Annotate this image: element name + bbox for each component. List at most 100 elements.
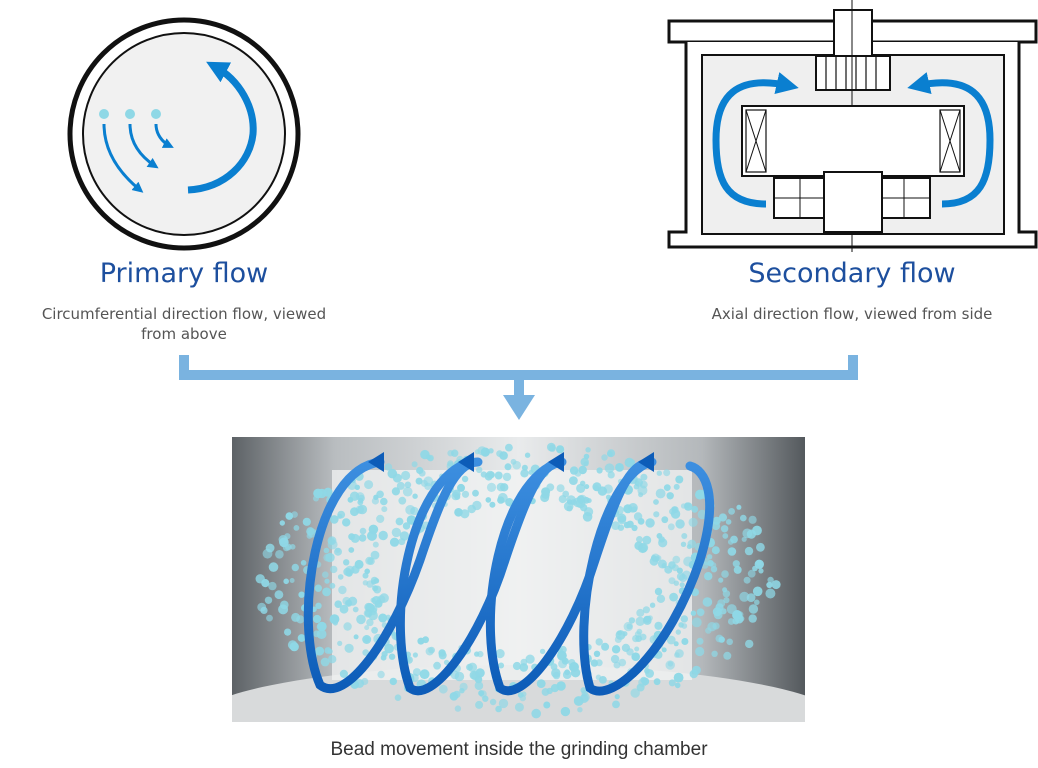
bead <box>718 513 728 522</box>
bead <box>628 617 636 624</box>
bead <box>510 458 517 465</box>
bead <box>614 694 620 700</box>
bead <box>291 612 301 622</box>
bead <box>663 469 671 477</box>
bead <box>476 466 483 474</box>
bead <box>675 475 684 484</box>
bead <box>610 654 620 664</box>
bead <box>291 563 299 572</box>
bead <box>678 622 684 628</box>
bead <box>335 547 341 553</box>
bead <box>460 509 470 519</box>
bead <box>643 615 651 623</box>
bead <box>477 446 487 456</box>
bead <box>344 643 354 653</box>
bead <box>715 603 724 612</box>
bead <box>348 596 358 606</box>
bead <box>353 634 359 640</box>
bead <box>629 459 636 466</box>
bead <box>568 659 576 667</box>
bead <box>497 492 508 503</box>
bead <box>350 533 360 543</box>
bead <box>398 538 406 546</box>
bead <box>264 596 273 604</box>
bead <box>752 586 763 597</box>
bead <box>298 591 305 598</box>
bead <box>380 497 388 506</box>
bead <box>394 694 402 701</box>
bead <box>495 649 505 659</box>
bead <box>398 496 407 505</box>
bead <box>495 705 502 713</box>
bead <box>500 483 509 492</box>
bead <box>656 470 662 476</box>
bead <box>657 559 667 569</box>
bead <box>489 501 496 508</box>
bead <box>474 651 480 657</box>
bead-dot <box>151 109 161 119</box>
bead <box>268 562 279 572</box>
bead <box>667 661 674 667</box>
bead <box>255 574 265 584</box>
bead <box>580 692 590 702</box>
bead <box>752 565 758 572</box>
bead <box>755 559 762 566</box>
bead <box>371 596 381 605</box>
bead <box>454 671 465 682</box>
bead <box>696 637 704 645</box>
bead <box>604 463 615 474</box>
bead <box>732 560 740 568</box>
bead <box>593 650 601 657</box>
bead <box>713 610 723 620</box>
bead <box>502 472 512 482</box>
bead <box>658 536 665 543</box>
bead <box>498 662 505 669</box>
bead <box>313 614 322 624</box>
bead <box>404 481 412 489</box>
bead <box>547 442 556 452</box>
bead <box>498 698 509 709</box>
bead <box>504 463 512 471</box>
bead <box>596 467 603 474</box>
bead <box>722 590 731 598</box>
bead <box>364 609 372 617</box>
bead <box>601 454 608 461</box>
bead <box>584 484 590 490</box>
bead <box>486 482 497 492</box>
bead <box>284 628 292 636</box>
bead <box>372 541 379 548</box>
bead <box>474 681 484 690</box>
bead <box>322 587 331 597</box>
bead <box>402 486 413 497</box>
bead <box>313 488 323 499</box>
bead <box>486 470 495 479</box>
bead <box>494 471 503 480</box>
bead <box>697 509 707 520</box>
bead <box>680 503 687 509</box>
bead <box>525 654 535 664</box>
bead <box>603 484 613 494</box>
bead <box>570 499 577 506</box>
bead <box>514 702 524 712</box>
bead <box>653 499 659 505</box>
bead <box>645 518 655 528</box>
bead <box>664 565 673 574</box>
bead <box>364 568 371 575</box>
bead <box>378 613 388 623</box>
bead <box>691 617 702 628</box>
bead <box>306 533 313 539</box>
bead <box>666 635 676 645</box>
bead <box>653 678 661 686</box>
bead <box>615 463 624 472</box>
bead <box>580 687 587 694</box>
bead <box>654 621 663 630</box>
bead <box>723 651 732 660</box>
bead <box>433 661 441 670</box>
bead <box>669 508 676 515</box>
bead <box>417 637 425 645</box>
bead <box>402 522 411 530</box>
bead <box>454 705 462 712</box>
bead <box>635 616 645 627</box>
bead <box>667 523 675 531</box>
